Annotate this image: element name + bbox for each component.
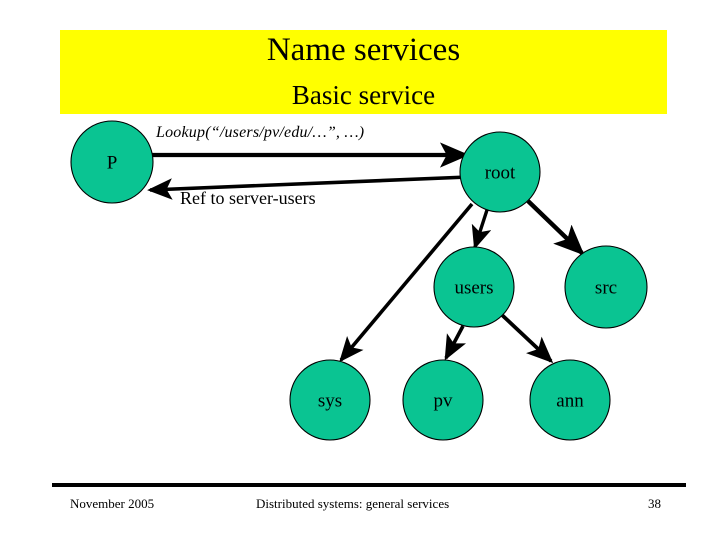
node-users[interactable]: users [433, 246, 515, 328]
edge-users-to-pv [444, 325, 467, 361]
edge-root-to-users [471, 209, 492, 250]
edge-layer [147, 142, 585, 364]
edge-root-to-src [526, 199, 585, 256]
node-sys-circle[interactable] [289, 359, 371, 441]
ref-reply-label: Ref to server-users [180, 188, 316, 208]
node-p-label: P [107, 153, 118, 174]
node-layer: P root users src sys pv [70, 120, 648, 441]
node-ann-label: ann [556, 391, 584, 412]
footer-divider [52, 483, 686, 487]
page-subtitle: Basic service [291, 80, 436, 110]
node-root[interactable]: root [459, 131, 541, 213]
node-src[interactable]: src [564, 245, 648, 329]
node-users-label: users [454, 278, 493, 299]
node-ann[interactable]: ann [529, 359, 611, 441]
node-pv[interactable]: pv [402, 359, 484, 441]
node-pv-circle[interactable] [402, 359, 484, 441]
edge-users-to-ann [500, 313, 554, 364]
node-pv-label: pv [434, 391, 454, 412]
node-sys[interactable]: sys [289, 359, 371, 441]
footer-title: Distributed systems: general services [256, 496, 450, 511]
node-p[interactable]: P [70, 120, 154, 204]
node-src-label: src [595, 278, 617, 299]
node-sys-label: sys [318, 391, 342, 412]
footer-date: November 2005 [70, 496, 155, 511]
edge-root-to-sys [339, 202, 474, 363]
footer-page-number: 38 [648, 496, 661, 511]
lookup-call-label: Lookup(“/users/pv/edu/…”, …) [156, 124, 365, 141]
node-p-circle[interactable] [70, 120, 154, 204]
edge-root-to-p [147, 175, 469, 200]
title-banner: Name services Basic service [60, 30, 667, 114]
node-ann-circle[interactable] [529, 359, 611, 441]
node-users-circle[interactable] [433, 246, 515, 328]
node-root-label: root [485, 163, 516, 184]
node-src-circle[interactable] [564, 245, 648, 329]
page-title: Name services [266, 32, 461, 68]
node-root-circle[interactable] [459, 131, 541, 213]
